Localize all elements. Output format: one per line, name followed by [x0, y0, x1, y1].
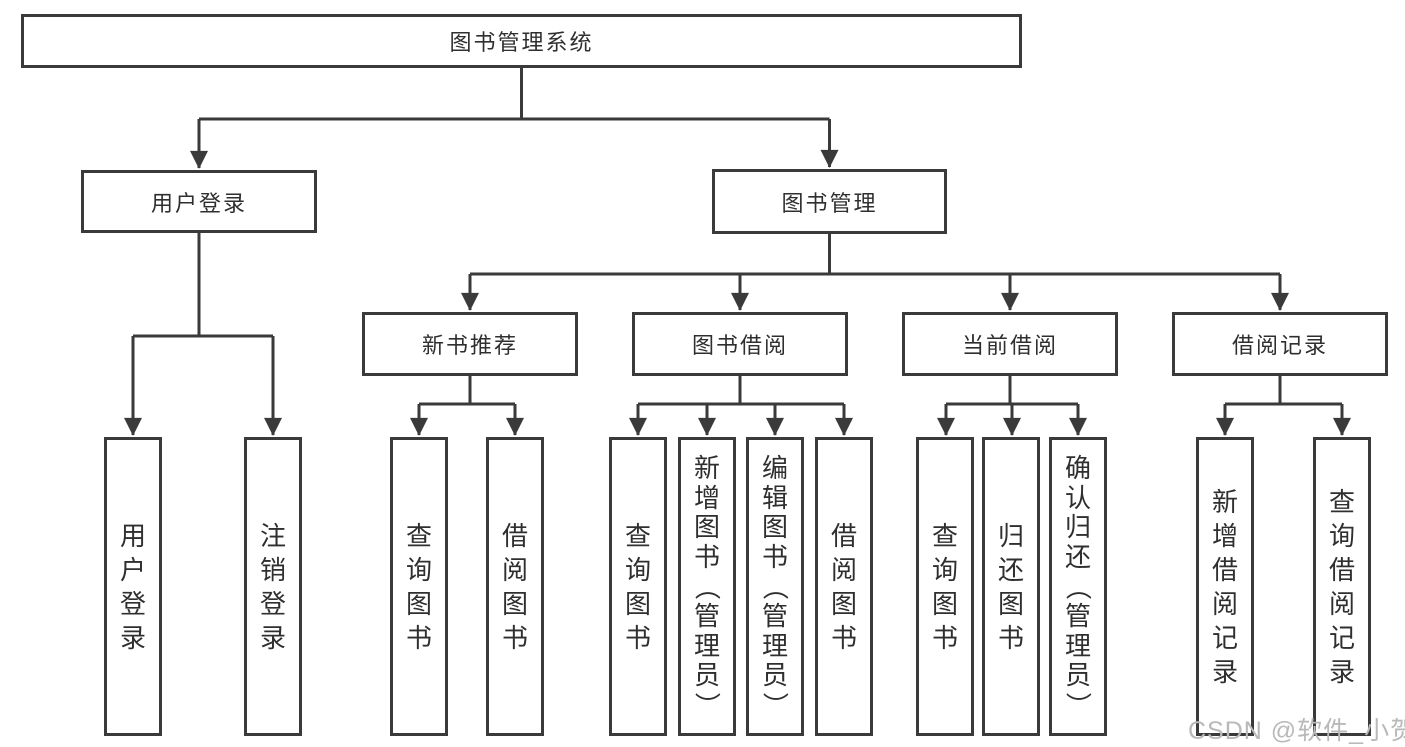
leaf-nb-query-books: 查询图书: [390, 437, 448, 736]
leaf-bb-query-books: 查询图书: [609, 437, 667, 736]
connector-root-rail: [199, 68, 830, 121]
leaf-cb-return-books-label: 归还图书: [997, 520, 1024, 653]
leaf-bb-query-books-label: 查询图书: [624, 520, 651, 653]
leaf-nb-query-books-label: 查询图书: [405, 520, 432, 653]
leaf-cb-confirm-return-admin-label: 确认归还（管理员）: [1062, 453, 1093, 718]
connector-book-management-rail: [470, 234, 1280, 276]
connector-book-borrowing-rail: [638, 376, 844, 406]
leaf-cb-query-books: 查询图书: [916, 437, 974, 736]
node-current-borrowing: 当前借阅: [902, 312, 1118, 376]
leaf-br-query-record-label: 查询借阅记录: [1328, 486, 1355, 687]
leaf-bb-add-books-admin-label: 新增图书（管理员）: [691, 453, 722, 718]
node-user-login: 用户登录: [81, 170, 317, 233]
leaf-cb-confirm-return-admin: 确认归还（管理员）: [1049, 437, 1107, 736]
connector-user-login-rail: [133, 233, 273, 338]
leaf-cb-return-books: 归还图书: [982, 437, 1040, 736]
leaf-bb-edit-books-admin-label: 编辑图书（管理员）: [759, 453, 790, 718]
leaf-bb-edit-books-admin: 编辑图书（管理员）: [746, 437, 804, 736]
leaf-cb-query-books-label: 查询图书: [931, 520, 958, 653]
leaf-br-query-record: 查询借阅记录: [1313, 437, 1371, 736]
leaf-br-add-record: 新增借阅记录: [1196, 437, 1254, 736]
leaf-nb-borrow-books: 借阅图书: [486, 437, 544, 736]
watermark: CSDN @软件_小贺同学: [1188, 717, 1405, 745]
leaf-logout: 注销登录: [244, 437, 302, 736]
leaf-br-add-record-label: 新增借阅记录: [1211, 486, 1238, 687]
node-new-book-recommendation: 新书推荐: [362, 312, 578, 376]
node-book-management: 图书管理: [712, 169, 947, 234]
leaf-user-login: 用户登录: [104, 437, 162, 736]
node-borrowing-records: 借阅记录: [1172, 312, 1388, 376]
leaf-user-login-label: 用户登录: [119, 520, 146, 653]
leaf-bb-borrow-books-label: 借阅图书: [830, 520, 857, 653]
node-library-management-system: 图书管理系统: [21, 14, 1022, 68]
leaf-nb-borrow-books-label: 借阅图书: [501, 520, 528, 653]
leaf-bb-add-books-admin: 新增图书（管理员）: [678, 437, 736, 736]
leaf-bb-borrow-books: 借阅图书: [815, 437, 873, 736]
connector-current-borrowing-rail: [946, 376, 1078, 406]
connector-new-book-rail: [419, 376, 515, 406]
node-book-borrowing: 图书借阅: [632, 312, 848, 376]
connector-borrowing-records-rail: [1225, 376, 1342, 406]
leaf-logout-label: 注销登录: [259, 520, 286, 653]
